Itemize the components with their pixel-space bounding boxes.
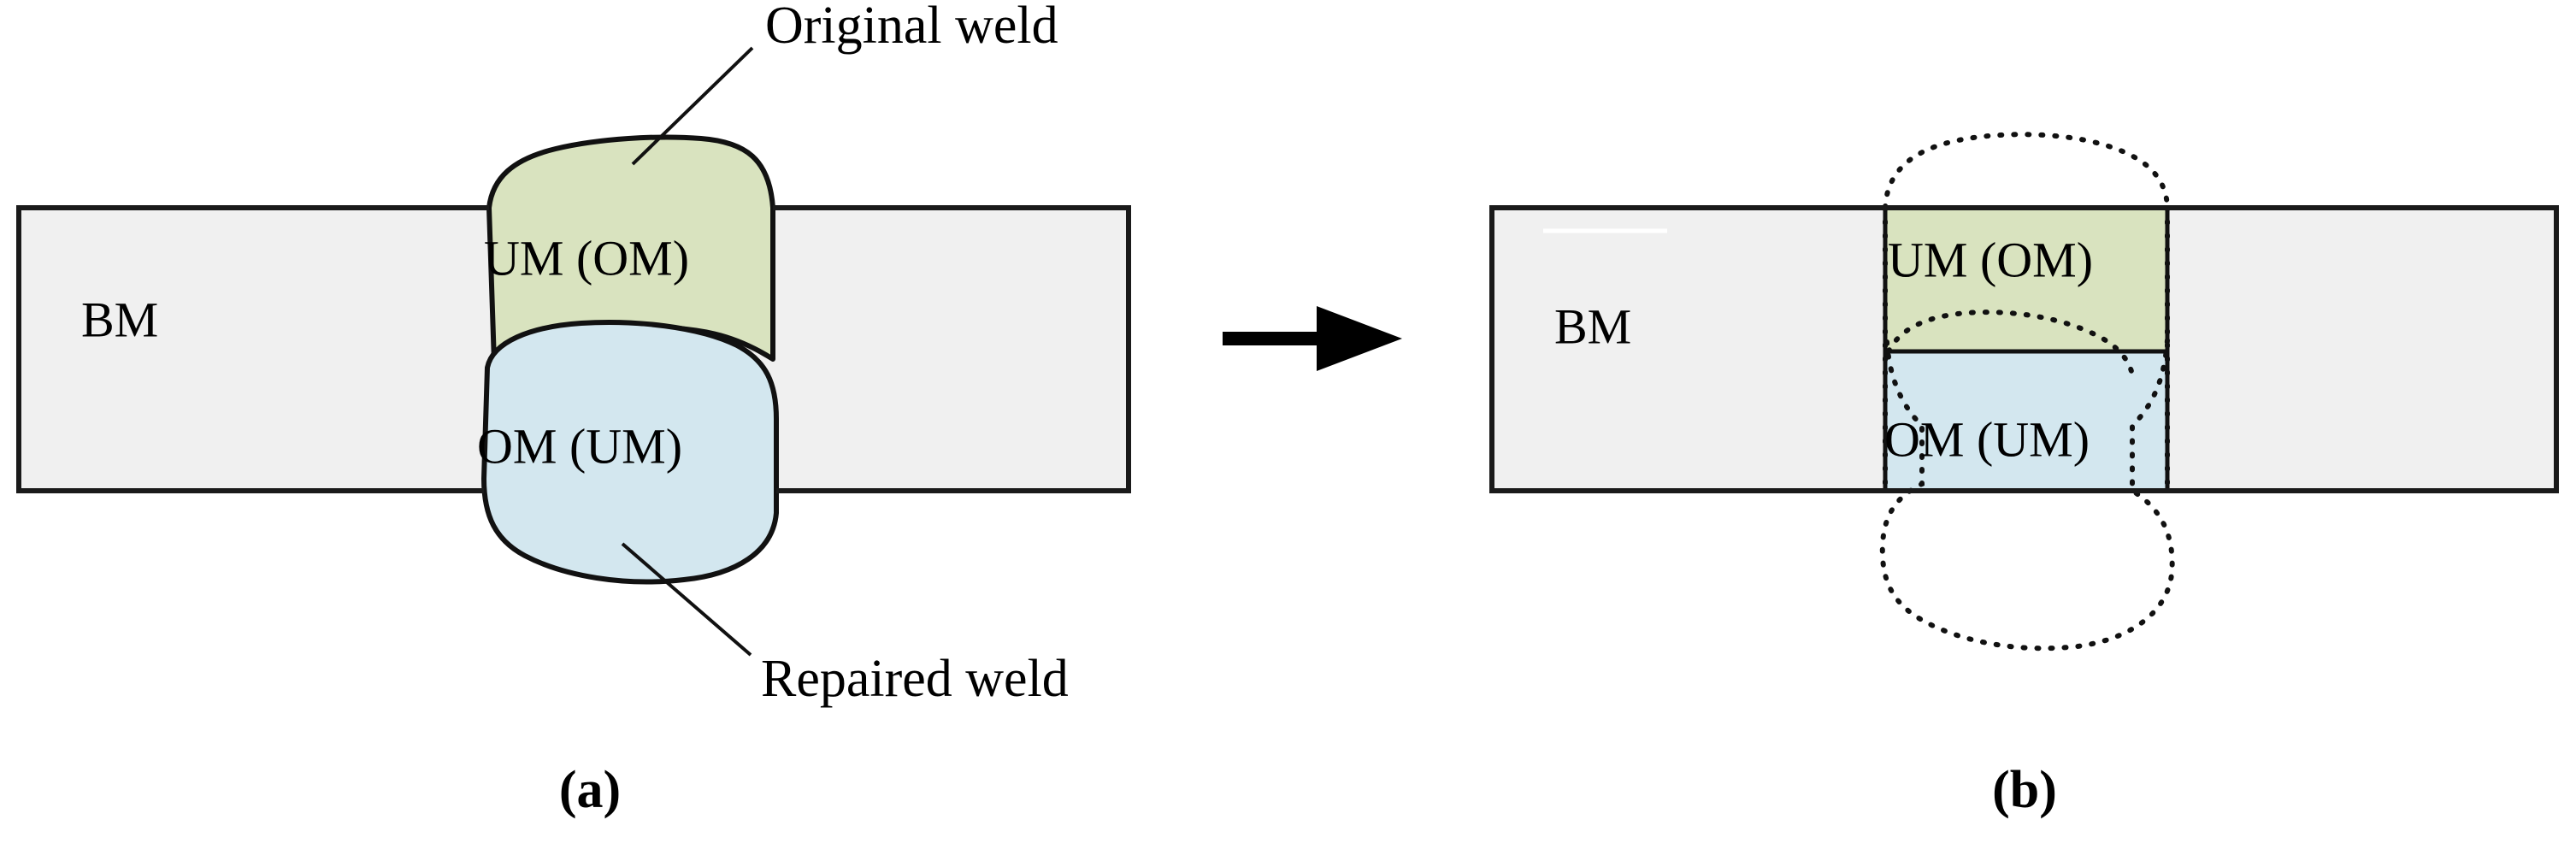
panel-a-caption: (a): [559, 761, 621, 819]
panel-a-lower-weld-label: OM (UM): [477, 418, 682, 474]
panel-b-dotted-outline-upper-weld: [1883, 132, 2170, 210]
transition-arrow: [1223, 306, 1402, 371]
panel-b: BM UM (OM) OM (UM) (b): [1489, 132, 2559, 819]
panel-a-annotation-repaired-weld: Repaired weld: [761, 650, 1069, 708]
panel-a-base-metal-label: BM: [81, 292, 158, 347]
panel-b-base-metal-label: BM: [1554, 298, 1631, 354]
panel-b-caption: (b): [1992, 761, 2057, 819]
panel-a-lower-weld-region: [481, 320, 779, 585]
panel-b-upper-weld-label: UM (OM): [1888, 232, 2093, 287]
panel-b-lower-weld-region: [1883, 349, 2170, 493]
panel-b-dotted-outline-fusion-arc: [1886, 310, 2135, 377]
arrow-head-icon: [1317, 306, 1402, 371]
panel-b-lower-weld-label: OM (UM): [1884, 411, 2090, 467]
panel-a-annotation-original-weld: Original weld: [765, 0, 1058, 55]
panel-a-leader-line-top: [631, 46, 754, 166]
panel-a: BM UM (OM) OM (UM) Original weld Repaire…: [16, 0, 1131, 819]
panel-a-upper-weld-label: UM (OM): [484, 230, 689, 286]
panel-a-leader-line-bottom: [621, 542, 752, 657]
panel-b-upper-weld-region: [1883, 205, 2170, 354]
